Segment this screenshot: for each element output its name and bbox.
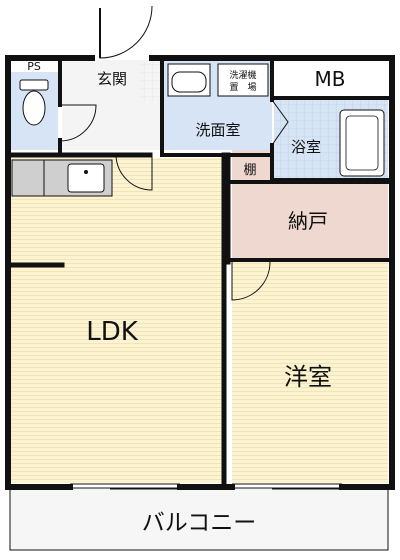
- walls: [5, 55, 395, 490]
- sliding-doors: [70, 320, 342, 490]
- toilet-tank: [19, 79, 49, 91]
- label-mb: MB: [315, 67, 346, 91]
- bath-door: [271, 99, 289, 146]
- label-youshitsu: 洋室: [284, 363, 332, 391]
- ps-box: [10, 60, 58, 72]
- label-genkan: 玄関: [97, 70, 127, 88]
- label-tana: 棚: [243, 163, 256, 178]
- ldk-door: [115, 154, 153, 191]
- label-balcony: バルコニー: [142, 510, 257, 536]
- genkan-tile-area: [140, 62, 160, 102]
- nando-floor: [232, 182, 388, 259]
- bathtub-inner: [345, 115, 379, 171]
- sink-drain: [84, 170, 88, 174]
- youshitsu-door: [231, 261, 271, 301]
- toilet-door: [59, 104, 97, 142]
- balcony-floor: [10, 488, 388, 550]
- youshitsu-floor: [232, 262, 388, 483]
- label-ps: PS: [27, 60, 41, 73]
- washer-place: [217, 63, 269, 97]
- toilet-bowl: [22, 90, 46, 126]
- label-senmen: 洗面室: [195, 121, 240, 139]
- balcony-outline: [9, 487, 389, 551]
- label-washer-2: 置 場: [229, 81, 256, 93]
- label-washer-1: 洗濯機: [229, 69, 256, 81]
- kitchen-sink: [67, 163, 105, 193]
- label-nando: 納戸: [288, 209, 328, 233]
- entrance-door: [99, 5, 153, 59]
- mb-box: [274, 60, 388, 98]
- label-ldk: LDK: [86, 317, 139, 347]
- washbasin-bowl: [171, 71, 207, 93]
- label-yokushitsu: 浴室: [291, 138, 321, 156]
- ldk-floor: [10, 158, 222, 483]
